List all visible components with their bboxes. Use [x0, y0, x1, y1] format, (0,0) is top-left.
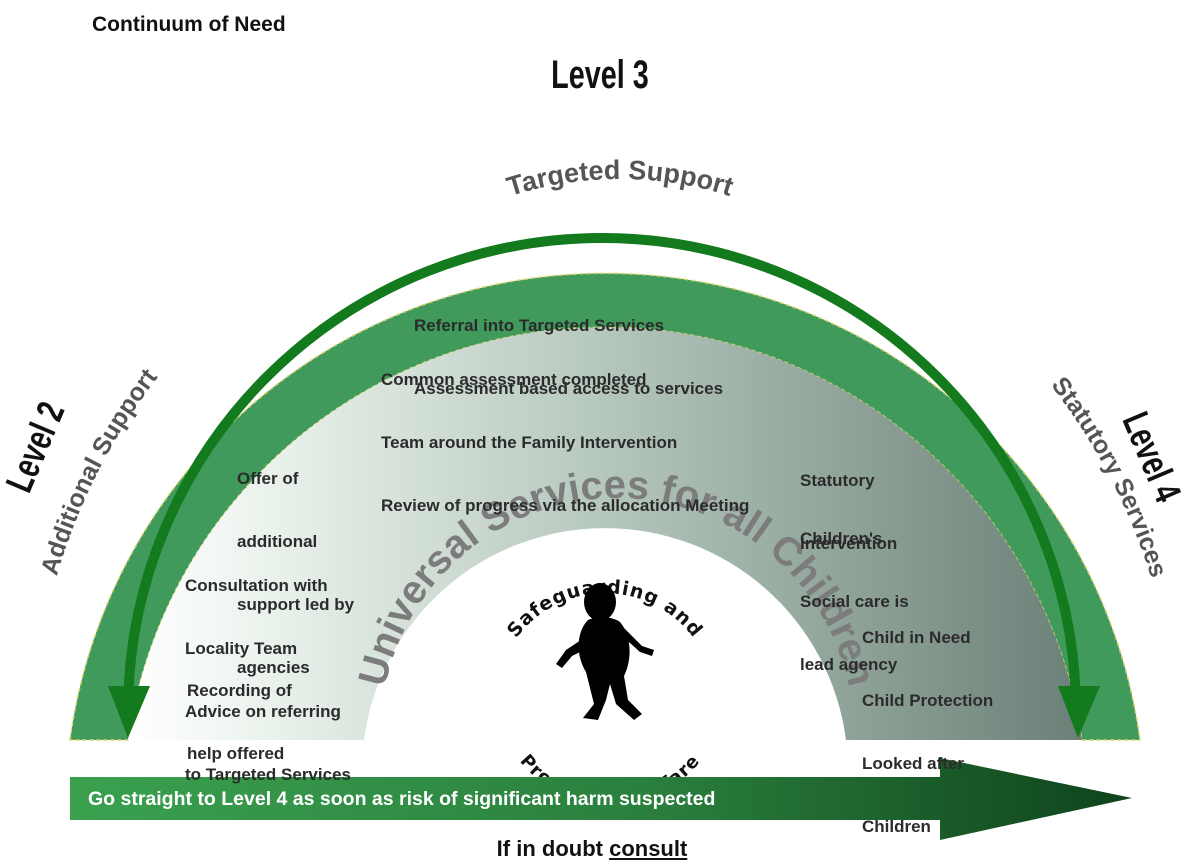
text-line: Offer of: [237, 469, 299, 488]
right-text-block-1: Statutory Intervention: [800, 428, 897, 575]
text-line: Child Protection: [862, 691, 994, 710]
consult-link[interactable]: consult: [609, 836, 688, 861]
text-line: help offered: [187, 744, 285, 763]
text-line: Review of progress via the allocation Me…: [381, 496, 750, 515]
text-line: Children: [862, 817, 931, 836]
level3-label: Level 3: [551, 52, 649, 97]
left-arrow-head: [108, 686, 150, 738]
right-arrow-head: [1058, 686, 1100, 738]
text-line: Common assessment completed: [381, 370, 647, 389]
text-line: additional: [237, 532, 318, 551]
flow-arrow-line: [123, 233, 1081, 713]
footer: If in doubt consult: [0, 836, 1184, 862]
text-line: support led by: [237, 595, 355, 614]
text-line: Statutory: [800, 471, 875, 490]
banner-arrow: [70, 758, 1132, 840]
right-text-block-2: Children's Social care is lead agency: [800, 486, 909, 696]
left-text-block-3: Recording of help offered: [187, 638, 292, 785]
text-line: Assessment based access to services: [414, 379, 724, 398]
level2-label: Level 2: [0, 396, 74, 498]
text-line: Looked after: [862, 754, 965, 773]
outer-band: [69, 272, 1141, 741]
targeted-text-block-1: Referral into Targeted Services Assessme…: [414, 273, 723, 420]
continuum-area: [128, 327, 1082, 740]
text-line: Referral into Targeted Services: [414, 316, 665, 335]
text-line: lead agency: [800, 655, 898, 674]
footer-prefix: If in doubt: [496, 836, 610, 861]
text-line: Child in Need: [862, 628, 971, 647]
left-text-block-2: Consultation with Locality Team Advice o…: [185, 533, 351, 806]
text-line: Social care is: [800, 592, 909, 611]
text-line: Team around the Family Intervention: [381, 433, 678, 452]
text-line: Children's: [800, 529, 883, 548]
text-line: Advice on referring: [185, 702, 341, 721]
banner-text: Go straight to Level 4 as soon as risk o…: [88, 788, 716, 810]
right-text-block-3: Child in Need Child Protection Looked af…: [862, 585, 993, 858]
text-line: Intervention: [800, 534, 898, 553]
text-line: Consultation with: [185, 576, 328, 595]
text-line: to Targeted Services: [185, 765, 351, 784]
text-line: agencies: [237, 658, 310, 677]
left-text-block-1: Offer of additional support led by agenc…: [237, 426, 354, 699]
level3-name: Targeted Support: [503, 155, 737, 202]
text-line: Locality Team: [185, 639, 298, 658]
child-silhouette-icon: [556, 583, 654, 720]
page-title: Continuum of Need: [92, 13, 286, 36]
targeted-text-block-2: Common assessment completed Team around …: [381, 327, 749, 537]
text-line: Recording of: [187, 681, 292, 700]
